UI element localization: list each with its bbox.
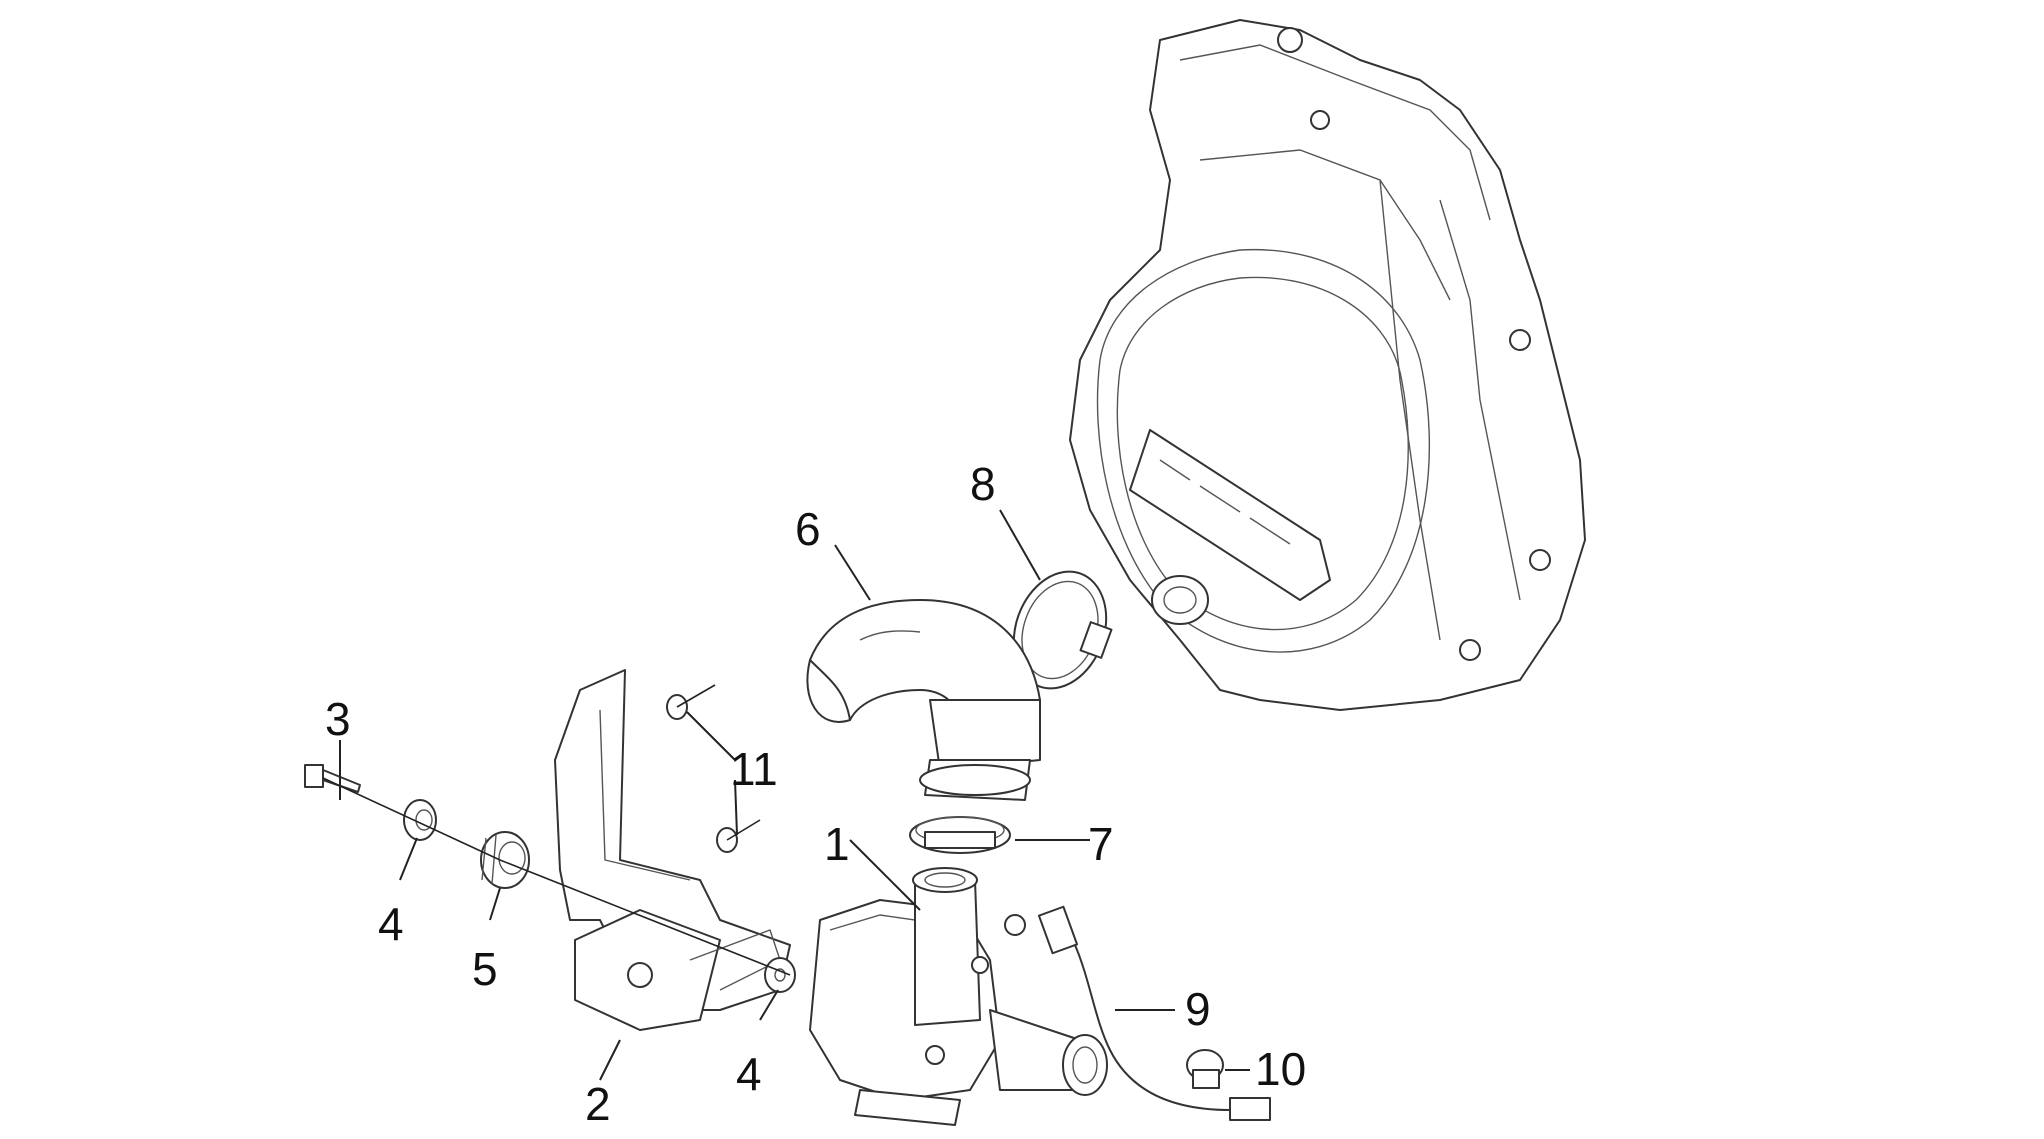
assembly-axis-lines <box>322 684 791 976</box>
part-number-7: 7 <box>1088 818 1114 870</box>
part-number-8: 8 <box>970 458 996 510</box>
screw <box>304 764 361 793</box>
coolant-hose <box>806 599 1041 801</box>
part-number-labels: 1 2 3 4 4 5 6 7 8 9 10 11 <box>325 458 1306 1130</box>
engine-cover <box>1069 19 1586 711</box>
washer-left <box>403 799 437 841</box>
rubber-grommet <box>480 831 530 889</box>
part-number-1: 1 <box>824 818 850 870</box>
hose-clamp-large <box>1012 570 1113 690</box>
part-number-10: 10 <box>1255 1043 1306 1095</box>
cable-clip <box>1186 1049 1224 1089</box>
part-number-11: 11 <box>730 743 778 795</box>
part-number-2: 2 <box>585 1078 611 1130</box>
part-number-5: 5 <box>472 943 498 995</box>
part-number-3: 3 <box>325 693 351 745</box>
washer-right <box>764 957 796 993</box>
leader-lines <box>339 509 1250 1081</box>
mounting-bracket <box>554 669 791 1031</box>
part-number-4-left: 4 <box>378 898 404 950</box>
hose-clamp-small <box>909 816 1011 854</box>
water-pump <box>809 867 1108 1126</box>
part-number-4-right: 4 <box>736 1048 762 1100</box>
part-number-6: 6 <box>795 503 821 555</box>
small-washers <box>666 694 738 853</box>
part-number-9: 9 <box>1185 983 1211 1035</box>
